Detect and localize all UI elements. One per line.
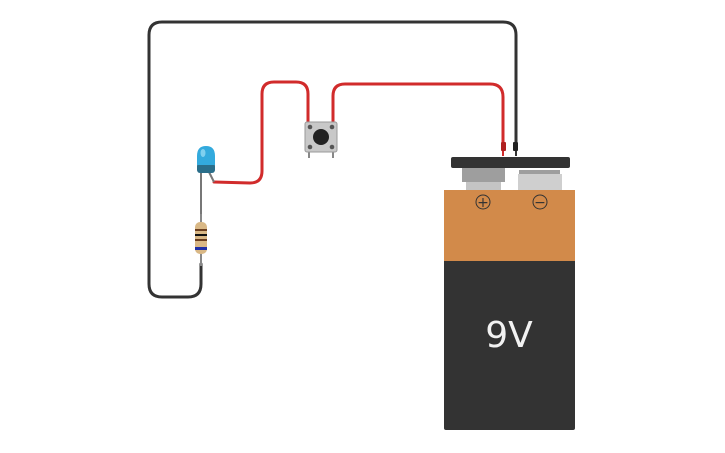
pushbutton-screw-tr	[329, 124, 335, 130]
battery-negative-clip	[513, 140, 518, 156]
battery-voltage-label: 9V	[485, 315, 533, 356]
led-base	[197, 163, 215, 173]
battery-positive-clip	[501, 140, 506, 156]
battery-terminal-positive	[462, 168, 505, 182]
led[interactable]	[197, 146, 215, 222]
led-dome	[197, 146, 215, 165]
resistor-band-4	[195, 247, 207, 250]
battery-negative-symbol: −	[534, 195, 546, 211]
pushbutton-screw-br	[329, 144, 335, 150]
battery-top-band	[444, 190, 575, 261]
battery-snap-cap	[451, 157, 570, 168]
resistor-band-1	[195, 229, 207, 231]
battery-positive-symbol: +	[477, 195, 489, 211]
battery-terminal-positive-base	[466, 182, 501, 191]
led-to-switch-wire[interactable]	[212, 80, 310, 185]
pushbutton-cap[interactable]	[313, 129, 329, 145]
pushbutton[interactable]	[304, 121, 338, 158]
resistor-band-3	[195, 239, 207, 241]
battery-terminal-negative	[519, 170, 560, 174]
led-highlight	[200, 149, 206, 157]
battery-negative-marker	[532, 194, 548, 210]
battery-positive-marker	[475, 194, 491, 210]
switch-to-battery-wire[interactable]	[331, 82, 505, 152]
resistor[interactable]	[195, 214, 207, 266]
battery-9v[interactable]: + − 9V	[444, 157, 575, 430]
resistor-band-2	[195, 234, 207, 236]
ground-wire[interactable]	[147, 20, 518, 299]
pushbutton-screw-tl	[307, 124, 313, 130]
battery-terminal-negative-base	[518, 174, 562, 191]
pushbutton-screw-bl	[307, 144, 313, 150]
